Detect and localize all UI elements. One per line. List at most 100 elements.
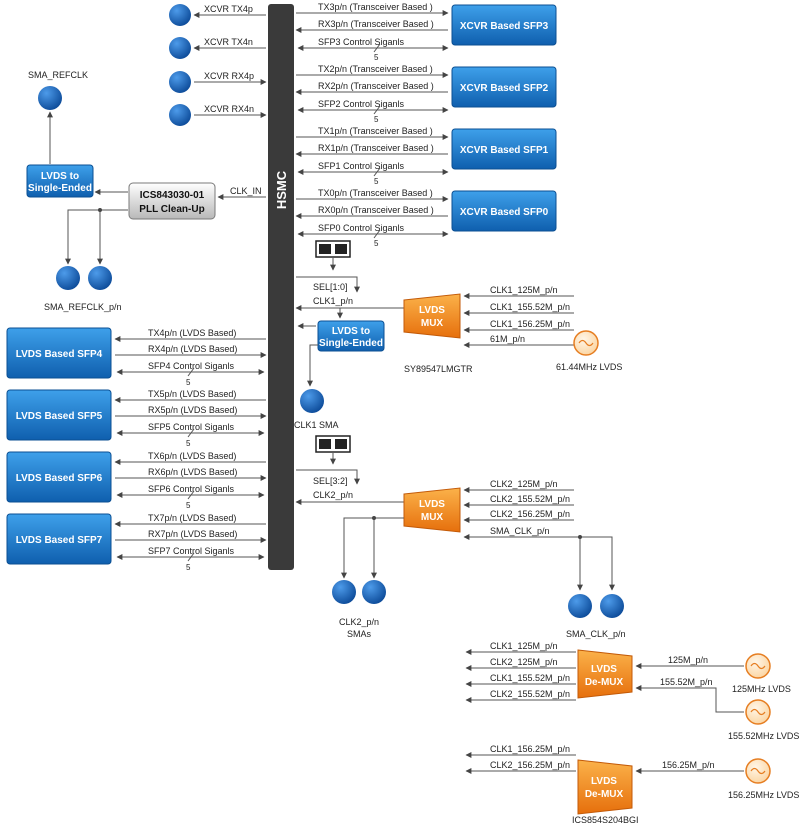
clk1-sma-node (300, 389, 324, 413)
xcvr-sfp0-ctrl: SFP0 Control Siganls (318, 223, 405, 233)
mux1-line2: MUX (421, 318, 444, 329)
lvds-sfp7: LVDS Based SFP7 TX7p/n (LVDS Based) RX7p… (6, 513, 267, 572)
clk2-sma-n-node (362, 580, 386, 604)
lvds-sfp5-ctrl: SFP5 Control Siganls (148, 422, 235, 432)
xcvr-sfp0-rx: RX0p/n (Transceiver Based ) (318, 205, 434, 215)
sma-refclk-node (38, 86, 62, 110)
demux2-line2: De-MUX (585, 789, 624, 800)
lvds-sfp6-box (6, 451, 112, 503)
sma-refclk-n-node (88, 266, 112, 290)
xcvr-sfp1-box (451, 128, 557, 170)
clk2-smas-line1: CLK2_p/n (339, 617, 379, 627)
junction-dot (578, 535, 582, 539)
sma-refclk-pn-label: SMA_REFCLK_p/n (44, 302, 122, 312)
lvds-sfp5-rx: RX5p/n (LVDS Based) (148, 405, 237, 415)
pll-line1: ICS843030-01 (140, 190, 205, 201)
demux2-line1: LVDS (591, 776, 617, 787)
lvds-sfp4-rx: RX4p/n (LVDS Based) (148, 344, 237, 354)
xcvr-sfp1-width: 5 (374, 177, 379, 186)
mux2-out-label: CLK2_p/n (313, 490, 353, 500)
pll-line2: PLL Clean-Up (139, 204, 204, 215)
demux1-output-label: CLK1_125M_p/n (490, 641, 558, 651)
xcvr-sfp3: XCVR Based SFP3 TX3p/n (Transceiver Base… (295, 2, 557, 62)
mux2-line2: MUX (421, 512, 444, 523)
pll-box (128, 182, 216, 220)
xcvr-sfp1-label: XCVR Based SFP1 (460, 145, 549, 156)
lvds-sfp7-rx: RX7p/n (LVDS Based) (148, 529, 237, 539)
sma-clk-n-node (600, 594, 624, 618)
mux1-input-label: CLK1_125M_p/n (490, 285, 558, 295)
sma-clk-pn-label: SMA_CLK_p/n (566, 629, 626, 639)
lvds-sfp4-width: 5 (186, 378, 191, 387)
hsmc-bar (268, 4, 294, 570)
mux1-box (403, 293, 461, 339)
demux2-osc-label: 156.25MHz LVDS (728, 790, 799, 800)
junction-dot (372, 516, 376, 520)
lvds-to-se-1-line1: LVDS to (41, 171, 79, 182)
demux2-part-label: ICS854S204BGI (572, 815, 639, 825)
xcvr-sfp0: XCVR Based SFP0 TX0p/n (Transceiver Base… (295, 188, 557, 248)
demux1-osc-label: 155.52MHz LVDS (728, 731, 799, 741)
lvds-sfp7-box (6, 513, 112, 565)
xcvr-pins: XCVR TX4p XCVR TX4n XCVR RX4p XCVR RX4n (169, 4, 267, 126)
demux1-line1: LVDS (591, 664, 617, 675)
mux2-input-label: CLK2_156.25M_p/n (490, 509, 570, 519)
xcvr-sfp3-tx: TX3p/n (Transceiver Based ) (318, 2, 433, 12)
lvds-sfp5-label: LVDS Based SFP5 (16, 411, 103, 422)
lvds-sfp7-width: 5 (186, 563, 191, 572)
mux1-out-label: CLK1_p/n (313, 296, 353, 306)
xcvr-tx4n-node (169, 37, 191, 59)
lvds-to-se-2-line2: Single-Ended (319, 338, 383, 349)
mux2-input-label: CLK2_125M_p/n (490, 479, 558, 489)
mux2-sel-label: SEL[3:2] (313, 476, 348, 486)
xcvr-sfp2-ctrl: SFP2 Control Siganls (318, 99, 405, 109)
xcvr-tx4p-node (169, 4, 191, 26)
lvds-sfp6-tx: TX6p/n (LVDS Based) (148, 451, 236, 461)
lvds-to-se-1-line2: Single-Ended (28, 183, 92, 194)
demux1-line2: De-MUX (585, 677, 624, 688)
xcvr-pin-label: XCVR RX4n (204, 104, 254, 114)
xcvr-sfp2-rx: RX2p/n (Transceiver Based ) (318, 81, 434, 91)
lvds-sfp4: LVDS Based SFP4 TX4p/n (LVDS Based) RX4p… (6, 327, 267, 387)
demux2-output-label: CLK2_156.25M_p/n (490, 760, 570, 770)
sma-clk-p-node (568, 594, 592, 618)
lvds-to-se-box-2 (317, 320, 385, 352)
mux1-input-label: CLK1_155.52M_p/n (490, 302, 570, 312)
xcvr-sfp2-tx: TX2p/n (Transceiver Based ) (318, 64, 433, 74)
lvds-sfp6-width: 5 (186, 501, 191, 510)
mux2-input-label: SMA_CLK_p/n (490, 526, 550, 536)
clk1-sma-label: CLK1 SMA (294, 420, 339, 430)
xcvr-sfp0-box (451, 190, 557, 232)
dip-switch-2-key (319, 439, 331, 449)
lvds-sfp6-label: LVDS Based SFP6 (16, 473, 103, 484)
xcvr-sfp3-label: XCVR Based SFP3 (460, 21, 549, 32)
xcvr-sfp3-ctrl: SFP3 Control Siganls (318, 37, 405, 47)
clk-in-label: CLK_IN (230, 186, 262, 196)
xcvr-sfp2-box (451, 66, 557, 108)
demux2-box (577, 759, 633, 815)
sma-refclk-label: SMA_REFCLK (28, 70, 88, 80)
xcvr-pin-label: XCVR RX4p (204, 71, 254, 81)
xcvr-sfp1-tx: TX1p/n (Transceiver Based ) (318, 126, 433, 136)
demux1-box (577, 649, 633, 699)
xcvr-sfp2-width: 5 (374, 115, 379, 124)
mux1-osc-label: 61.44MHz LVDS (556, 362, 622, 372)
lvds-sfp6: LVDS Based SFP6 TX6p/n (LVDS Based) RX6p… (6, 451, 267, 510)
demux2-input-label: 156.25M_p/n (662, 760, 715, 770)
xcvr-sfp3-box (451, 4, 557, 46)
demux1-osc-label: 125MHz LVDS (732, 684, 791, 694)
lvds-sfp4-tx: TX4p/n (LVDS Based) (148, 328, 236, 338)
xcvr-sfp2: XCVR Based SFP2 TX2p/n (Transceiver Base… (295, 64, 557, 124)
mux2-input-label: CLK2_155.52M_p/n (490, 494, 570, 504)
xcvr-rx4n-node (169, 104, 191, 126)
demux1-output-label: CLK2_155.52M_p/n (490, 689, 570, 699)
lvds-sfp4-box (6, 327, 112, 379)
lvds-sfp6-ctrl: SFP6 Control Siganls (148, 484, 235, 494)
dip-switch-1-key (335, 244, 347, 254)
xcvr-rx4p-node (169, 71, 191, 93)
xcvr-pin-label: XCVR TX4p (204, 4, 253, 14)
xcvr-sfp2-label: XCVR Based SFP2 (460, 83, 549, 94)
lvds-sfp5-box (6, 389, 112, 441)
mux1-part-label: SY89547LMGTR (404, 364, 473, 374)
xcvr-pin-label: XCVR TX4n (204, 37, 253, 47)
